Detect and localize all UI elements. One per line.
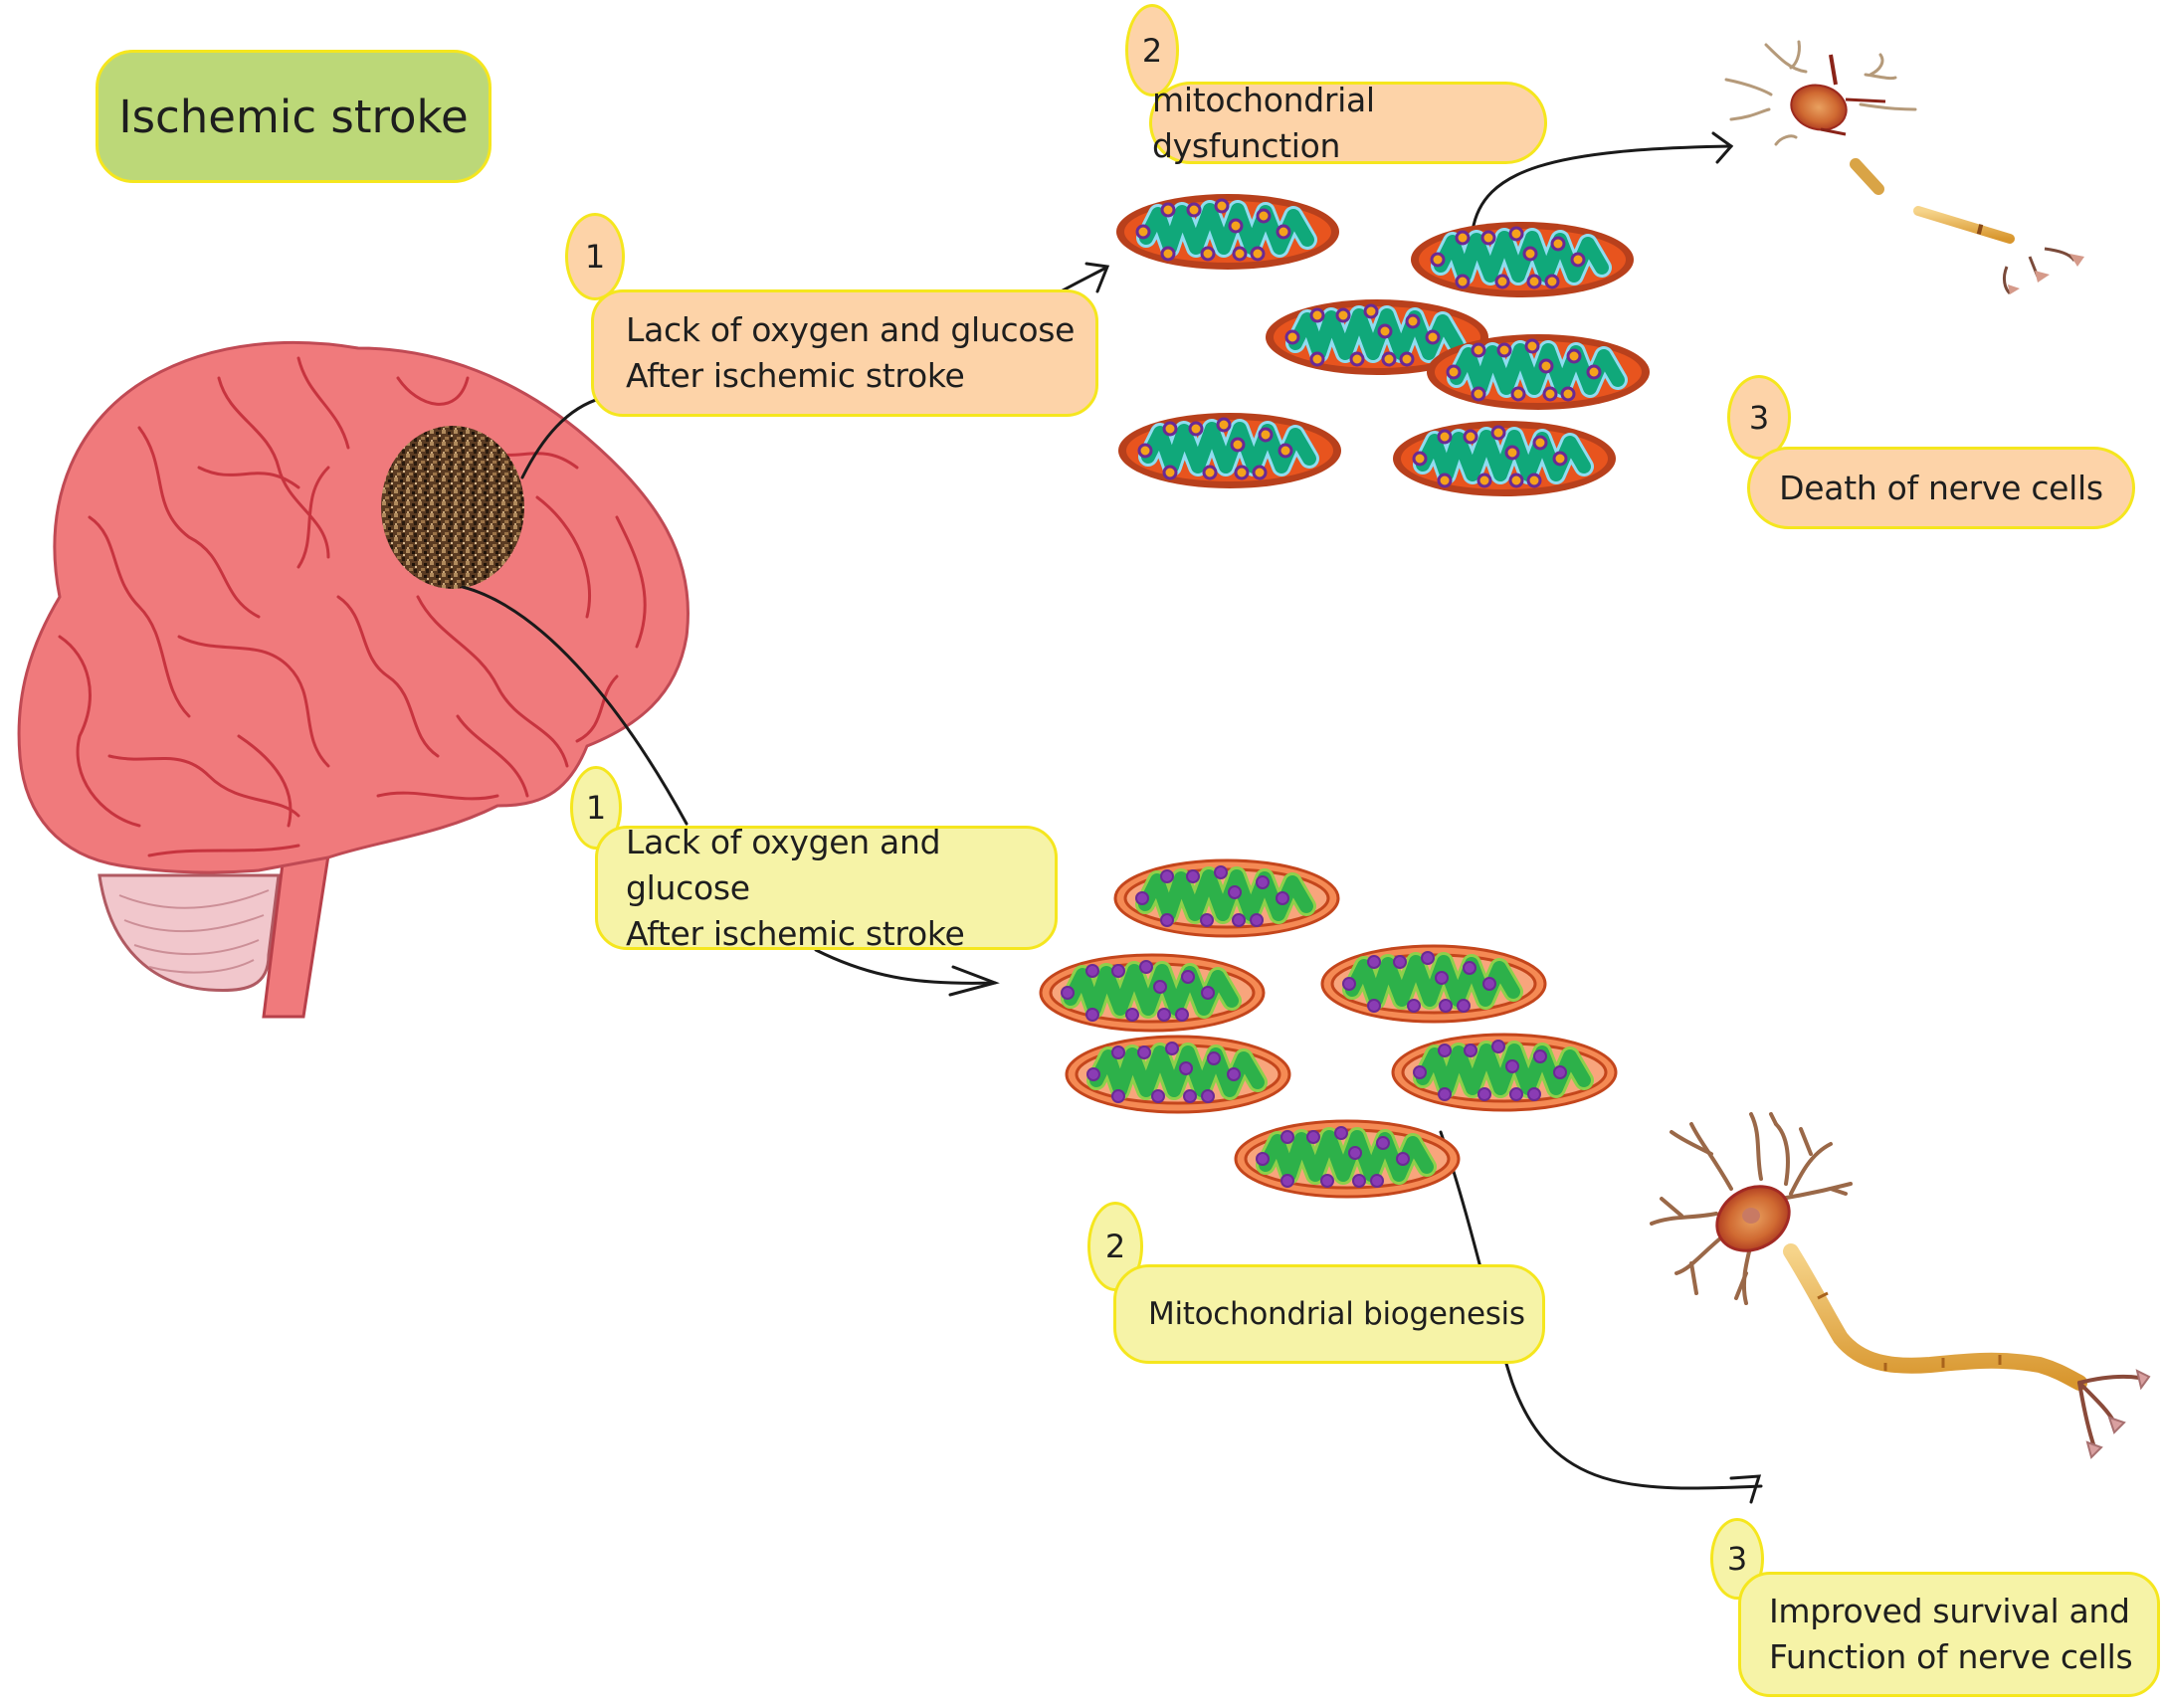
recovery-step-3-label: Improved survival and Function of nerve … — [1769, 1592, 2133, 1676]
mitochondrion-icon — [1427, 334, 1650, 410]
mitochondrion-icon — [1039, 953, 1266, 1033]
connector-lesion-to-damage-step1 — [520, 396, 604, 479]
mitochondrion-icon — [1116, 194, 1339, 270]
mitochondrion-icon — [1113, 858, 1340, 938]
healthy-mitochondria-cluster — [1039, 858, 1618, 1199]
mitochondrion-icon — [1266, 299, 1488, 375]
neuron-icon — [1650, 1112, 2151, 1459]
title-box: Ischemic stroke — [96, 50, 492, 183]
damage-step-2-box: mitochondrial dysfunction — [1149, 81, 1547, 165]
damaged-mitochondria-cluster — [1116, 194, 1650, 496]
step-badge-damage-2: 2 — [1125, 4, 1179, 96]
title-label: Ischemic stroke — [118, 90, 469, 143]
mitochondrion-icon — [1391, 1033, 1618, 1112]
arrow-head — [1729, 1474, 1762, 1504]
arrow-head — [1711, 131, 1734, 164]
arrow-head — [1084, 262, 1110, 293]
damage-step-3-box: Death of nerve cells — [1747, 447, 2135, 529]
damage-step-2-label: mitochondrial dysfunction — [1152, 80, 1375, 165]
mitochondrion-icon — [1320, 944, 1547, 1024]
step-badge-recovery-3: 3 — [1710, 1518, 1764, 1600]
neuron-icon — [1724, 40, 2084, 295]
damage-step-3-label: Death of nerve cells — [1779, 468, 2103, 507]
mitochondrion-icon — [1411, 222, 1634, 297]
arrow-head — [948, 965, 1000, 997]
arrow-recovery-step1-to-step2 — [814, 948, 997, 985]
recovery-step-1-label: Lack of oxygen and glucose After ischemi… — [626, 822, 965, 953]
damage-step-1-label: Lack of oxygen and glucose After ischemi… — [626, 310, 1076, 395]
step-badge-damage-1: 1 — [565, 213, 625, 300]
mitochondrion-icon — [1234, 1119, 1461, 1199]
mitochondrion-icon — [1393, 421, 1616, 496]
arrow-recovery-step2-to-step3 — [1439, 1130, 1763, 1490]
recovery-step-3-box: Improved survival and Function of nerve … — [1738, 1572, 2160, 1697]
infarct-lesion-icon — [381, 426, 524, 589]
mitochondrion-icon — [1118, 413, 1341, 488]
connector-lesion-to-recovery-step1 — [461, 585, 689, 826]
connector-arrows — [461, 131, 1763, 1504]
arrow-damage-step2-to-step3 — [1471, 144, 1733, 233]
recovery-step-2-label: Mitochondrial biogenesis — [1148, 1296, 1525, 1332]
damage-step-1-box: Lack of oxygen and glucose After ischemi… — [591, 289, 1098, 417]
recovery-step-1-box: Lack of oxygen and glucose After ischemi… — [595, 823, 1058, 953]
brain-icon — [17, 340, 689, 1019]
recovery-step-2-box: Mitochondrial biogenesis — [1113, 1264, 1545, 1364]
mitochondrion-icon — [1065, 1035, 1291, 1114]
